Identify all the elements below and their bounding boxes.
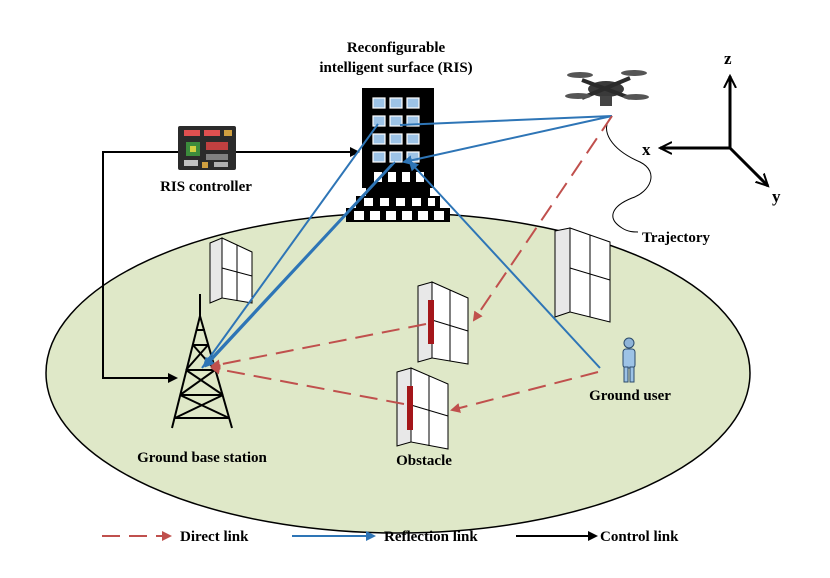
axis-label-y: y [772, 187, 781, 206]
reflection-links [201, 115, 613, 369]
ris-label-line1: Reconfigurable [347, 40, 446, 56]
obstacle-lower [396, 367, 449, 450]
direct-link-drone-to-obstacle [472, 115, 613, 322]
building-large-right [554, 227, 611, 323]
control-links [102, 147, 360, 383]
legend-reflection-label: Reflection link [384, 529, 478, 545]
ground-user-label: Ground user [589, 388, 671, 404]
direct-link-user-to-obstacle [450, 371, 599, 413]
ris-panels [372, 97, 420, 163]
legend-control-label: Control link [600, 529, 679, 545]
axis-indicator [660, 76, 768, 186]
building-small-left [209, 237, 253, 304]
ris-controller-label: RIS controller [160, 179, 252, 195]
ground-user-figure [622, 337, 636, 383]
ground-base-station-label: Ground base station [137, 450, 267, 466]
trajectory-curve [606, 115, 652, 233]
legend-direct-label: Direct link [180, 529, 249, 545]
reflection-link-ris-to-drone [399, 115, 613, 126]
ris-label-line2: intelligent surface (RIS) [319, 60, 472, 76]
ris-building [346, 88, 450, 222]
direct-link-obstacle-to-bs [210, 323, 427, 370]
legend: Direct link Reflection link Control link [102, 529, 679, 545]
reflection-link-bs-to-ris [201, 123, 379, 369]
y-axis [728, 146, 768, 186]
ris-controller-board [178, 126, 236, 170]
reflection-link-user-to-ris [408, 160, 601, 369]
trajectory-label: Trajectory [642, 230, 711, 246]
obstacle-upper [417, 281, 469, 365]
reflection-link-ris-to-bs-2 [202, 163, 393, 368]
uav-drone [565, 70, 649, 106]
direct-link-obstacle-to-bs-2 [210, 364, 405, 405]
direct-links [210, 115, 613, 413]
control-link-loop [102, 151, 178, 383]
reflection-link-drone-to-ris [402, 115, 613, 166]
axis-label-x: x [642, 140, 651, 159]
axis-label-z: z [724, 49, 732, 68]
obstacle-label: Obstacle [396, 453, 452, 469]
